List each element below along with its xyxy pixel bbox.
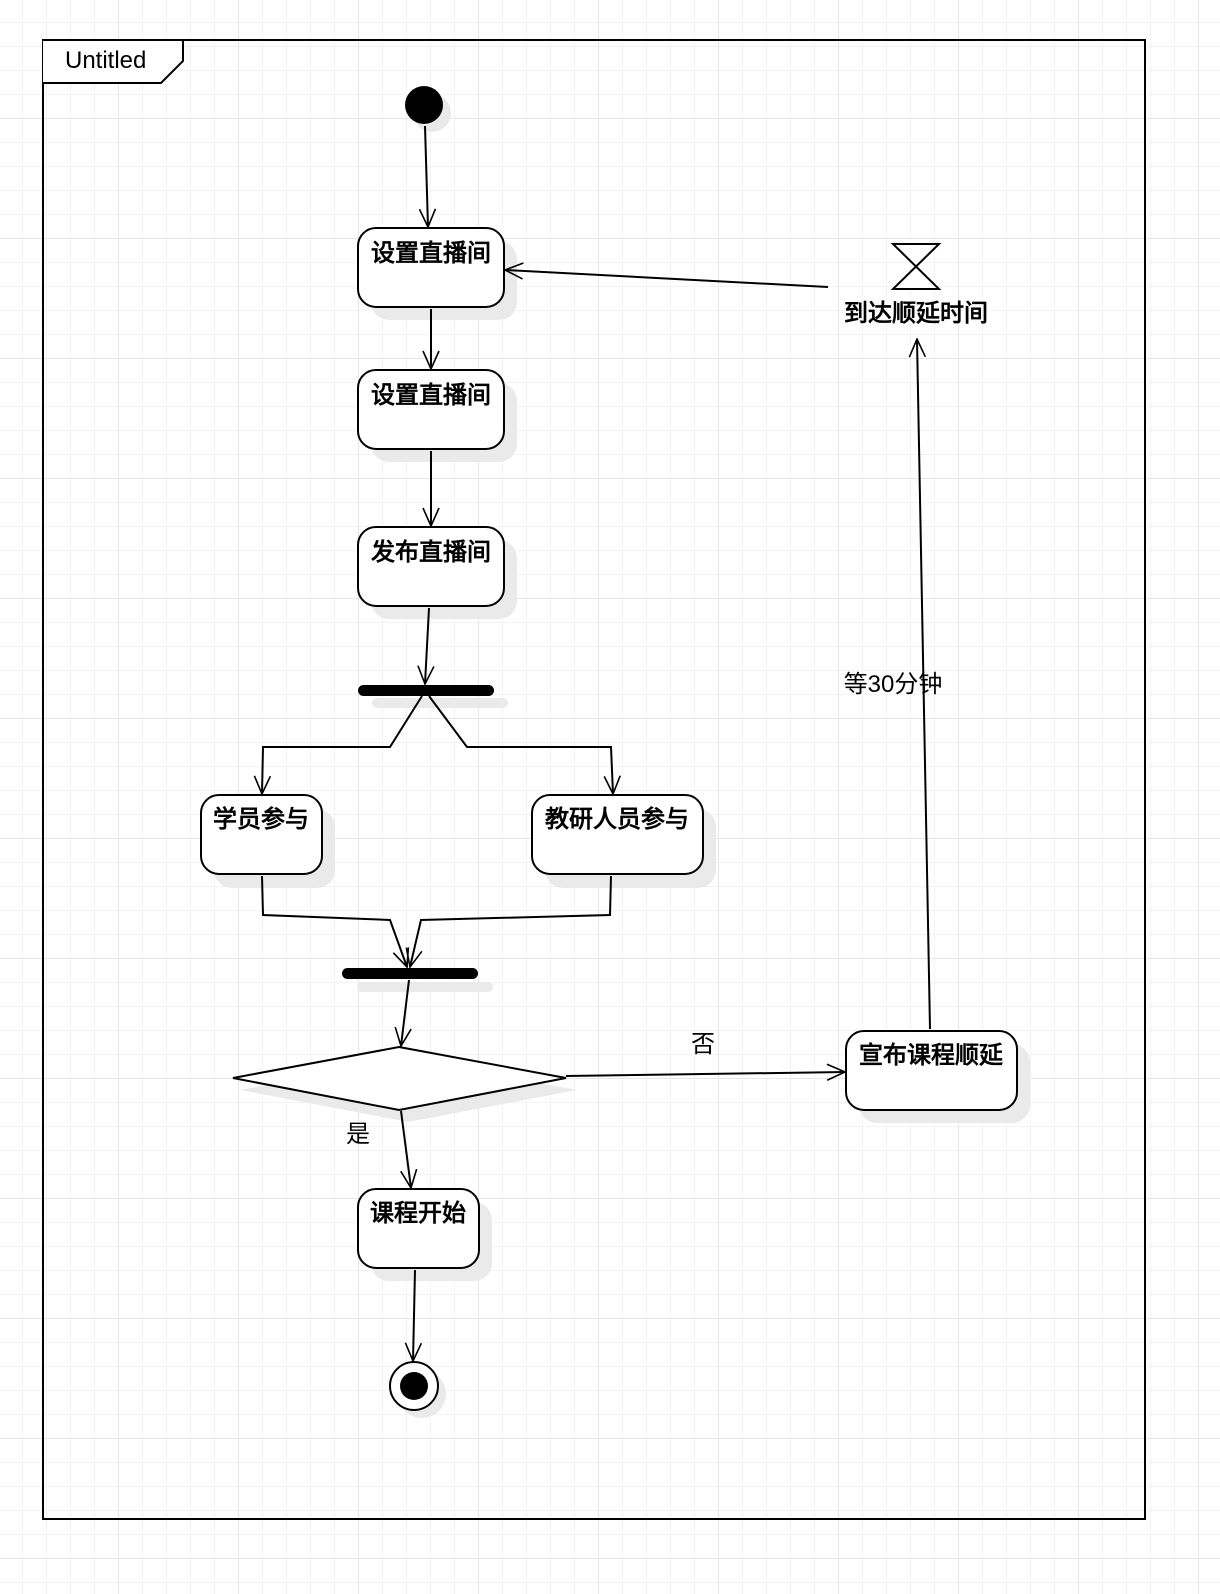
edge-students-to-join[interactable] xyxy=(261,875,407,967)
edge-label-yes: 是 xyxy=(346,1121,370,1148)
action-announce-delay-label: 宣布课程顺延 xyxy=(859,1041,1004,1069)
edge-decision-yes[interactable] xyxy=(400,1110,411,1188)
action-teachers-join[interactable]: 教研人员参与 xyxy=(531,794,716,888)
edge-start-to-setup-1[interactable] xyxy=(425,125,428,227)
final-node[interactable] xyxy=(389,1361,446,1418)
edge-fork-to-students[interactable] xyxy=(262,695,423,794)
action-setup-room-2-label: 设置直播间 xyxy=(371,382,491,409)
action-course-start[interactable]: 课程开始 xyxy=(357,1188,492,1281)
time-event[interactable]: 到达顺延时间 xyxy=(844,243,988,327)
edges xyxy=(261,125,931,1361)
action-teachers-join-label: 教研人员参与 xyxy=(545,805,689,833)
decision-node[interactable] xyxy=(232,1045,577,1122)
time-event-label: 到达顺延时间 xyxy=(844,300,988,327)
action-publish-room[interactable]: 发布直播间 xyxy=(357,526,517,619)
edge-fork-to-teachers[interactable] xyxy=(428,695,613,794)
initial-node[interactable] xyxy=(405,86,451,132)
action-publish-room-label: 发布直播间 xyxy=(370,538,491,566)
action-setup-room-1[interactable]: 设置直播间 xyxy=(357,227,517,320)
edge-course-start-to-final[interactable] xyxy=(413,1269,415,1361)
fork-bar[interactable] xyxy=(358,685,508,708)
action-students-join[interactable]: 学员参与 xyxy=(200,794,335,888)
join-bar[interactable] xyxy=(342,968,493,992)
edge-publish-to-fork[interactable] xyxy=(425,607,429,684)
edge-announce-to-time-event[interactable] xyxy=(917,339,931,1030)
edge-teachers-to-join[interactable] xyxy=(410,875,612,967)
action-setup-room-1-label: 设置直播间 xyxy=(371,240,491,267)
action-announce-delay[interactable]: 宣布课程顺延 xyxy=(845,1030,1030,1123)
edge-decision-no[interactable] xyxy=(565,1072,845,1076)
edge-join-to-decision[interactable] xyxy=(401,979,409,1046)
frame-title: Untitled xyxy=(65,47,146,74)
diagram-frame: Untitled xyxy=(42,39,1146,1520)
action-course-start-label: 课程开始 xyxy=(370,1200,466,1227)
hourglass-icon xyxy=(890,243,942,290)
edge-label-wait: 等30分钟 xyxy=(844,671,943,698)
edge-time-event-to-setup-1[interactable] xyxy=(505,270,829,288)
action-students-join-label: 学员参与 xyxy=(213,805,309,833)
action-setup-room-2[interactable]: 设置直播间 xyxy=(357,369,517,462)
edge-label-no: 否 xyxy=(691,1031,715,1058)
